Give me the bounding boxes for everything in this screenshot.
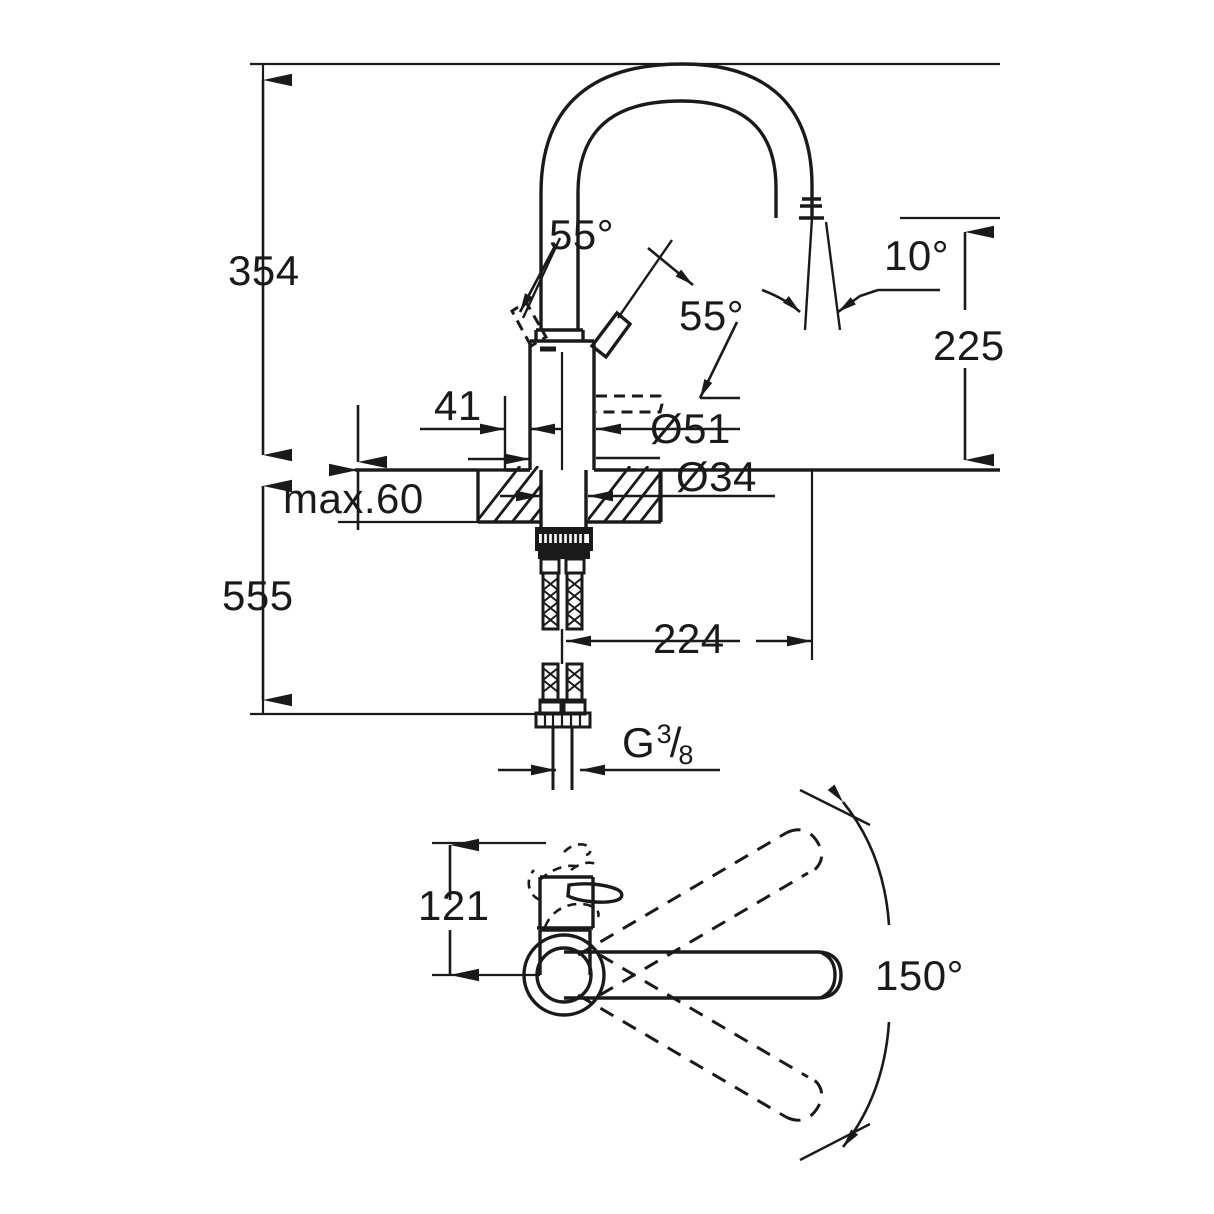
angle-label-outlet-tilt: 10° xyxy=(884,232,950,279)
thread-denominator: 8 xyxy=(678,740,694,770)
dimension-label-spout-height: 225 xyxy=(933,322,1005,369)
dimension-41 xyxy=(420,396,530,470)
dimension-121 xyxy=(432,838,546,982)
fixing-nut xyxy=(535,527,593,575)
dimension-label-spout-reach: 224 xyxy=(653,615,725,662)
dimension-deck-thickness xyxy=(329,405,478,530)
dimension-label-body-height: 41 xyxy=(434,382,482,429)
angle-label-swivel-range: 150° xyxy=(875,952,964,999)
thread-slash: / xyxy=(669,719,682,766)
plan-lever xyxy=(538,875,624,928)
braided-hose-upper xyxy=(541,571,584,631)
thread-designator: G xyxy=(622,719,655,766)
dimension-224 xyxy=(560,470,814,664)
dimension-label-flange-diameter: Ø51 xyxy=(650,405,731,452)
dimension-label-shank-diameter: Ø34 xyxy=(676,453,757,500)
angle-10 xyxy=(761,217,940,331)
plan-spout-solid xyxy=(564,950,843,1000)
spout-outline xyxy=(539,62,824,220)
dimension-label-total-height: 354 xyxy=(228,247,300,294)
plan-lever-dashed xyxy=(527,842,600,928)
dimension-555 xyxy=(250,479,560,716)
angle-150 xyxy=(799,784,891,1162)
plan-spout-dashed-lower xyxy=(577,953,824,1122)
angle-55-left xyxy=(518,237,562,319)
plan-spout-dashed-upper xyxy=(577,828,824,997)
dimension-label-thread: G3/8 xyxy=(622,719,696,769)
dimension-label-plan-offset: 121 xyxy=(418,882,490,929)
dimension-label-lower-height: 555 xyxy=(222,572,294,619)
angle-label-lever-right: 55° xyxy=(679,292,745,339)
dimension-354 xyxy=(250,62,1000,462)
lever-handle-solid xyxy=(589,310,633,360)
plan-body xyxy=(537,926,593,975)
mixer-body xyxy=(505,193,636,472)
angle-55-right xyxy=(617,239,740,400)
lever-handle-horizontal-dashed xyxy=(596,394,664,414)
dimension-d34 xyxy=(500,456,775,502)
thread-numerator: 3 xyxy=(656,719,672,749)
dimension-label-deck-thickness: max.60 xyxy=(283,475,424,522)
dimension-225 xyxy=(900,216,1000,467)
angle-label-lever-left: 55° xyxy=(549,211,615,258)
